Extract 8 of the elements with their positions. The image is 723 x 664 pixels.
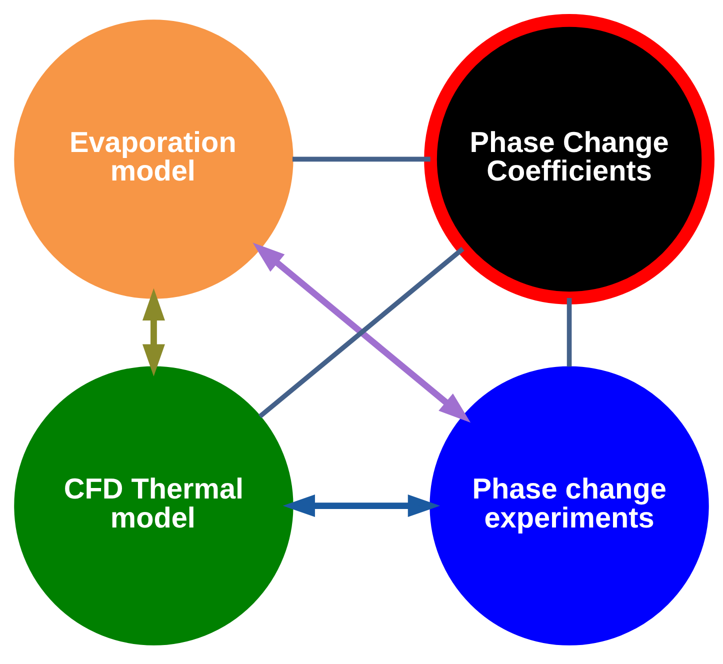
- node-circle: Evaporation model: [14, 19, 294, 298]
- node-circle: CFD Thermal model: [14, 366, 294, 645]
- arrow: [142, 288, 165, 376]
- node-circle: Phase Change Coefficients: [424, 14, 714, 304]
- node-circle: Phase change experiments: [430, 366, 709, 645]
- connector: [566, 298, 572, 366]
- connector: [292, 156, 430, 162]
- arrow: [282, 494, 440, 517]
